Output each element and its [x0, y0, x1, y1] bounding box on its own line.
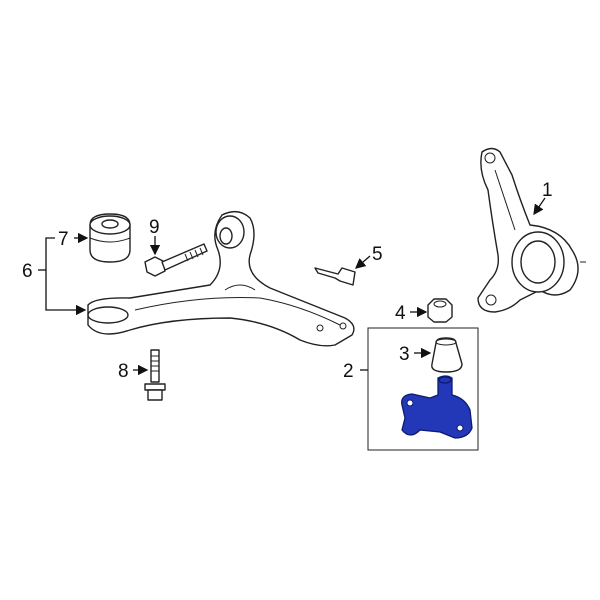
callout-4: 4 — [395, 303, 406, 324]
lower-control-arm-part[interactable] — [87, 210, 355, 347]
callout-6: 6 — [22, 261, 33, 282]
bolt-8-part[interactable] — [144, 349, 166, 401]
bushing-part[interactable] — [89, 213, 131, 263]
ball-joint-part[interactable] — [401, 375, 473, 439]
callout-3: 3 — [399, 344, 410, 365]
bolt-9-part[interactable] — [144, 243, 208, 277]
callout-1: 1 — [542, 180, 553, 201]
boot-part[interactable] — [431, 337, 463, 373]
callout-7: 7 — [58, 229, 69, 250]
clip-part[interactable] — [314, 267, 356, 286]
leader-lines — [38, 197, 546, 376]
ball-joint-assembly-box — [367, 327, 479, 451]
callout-5: 5 — [372, 244, 383, 265]
nut-part[interactable] — [427, 298, 453, 323]
callout-9: 9 — [149, 217, 160, 238]
callout-2: 2 — [343, 361, 354, 382]
steering-knuckle-part[interactable] — [477, 147, 586, 313]
callout-8: 8 — [118, 361, 129, 382]
